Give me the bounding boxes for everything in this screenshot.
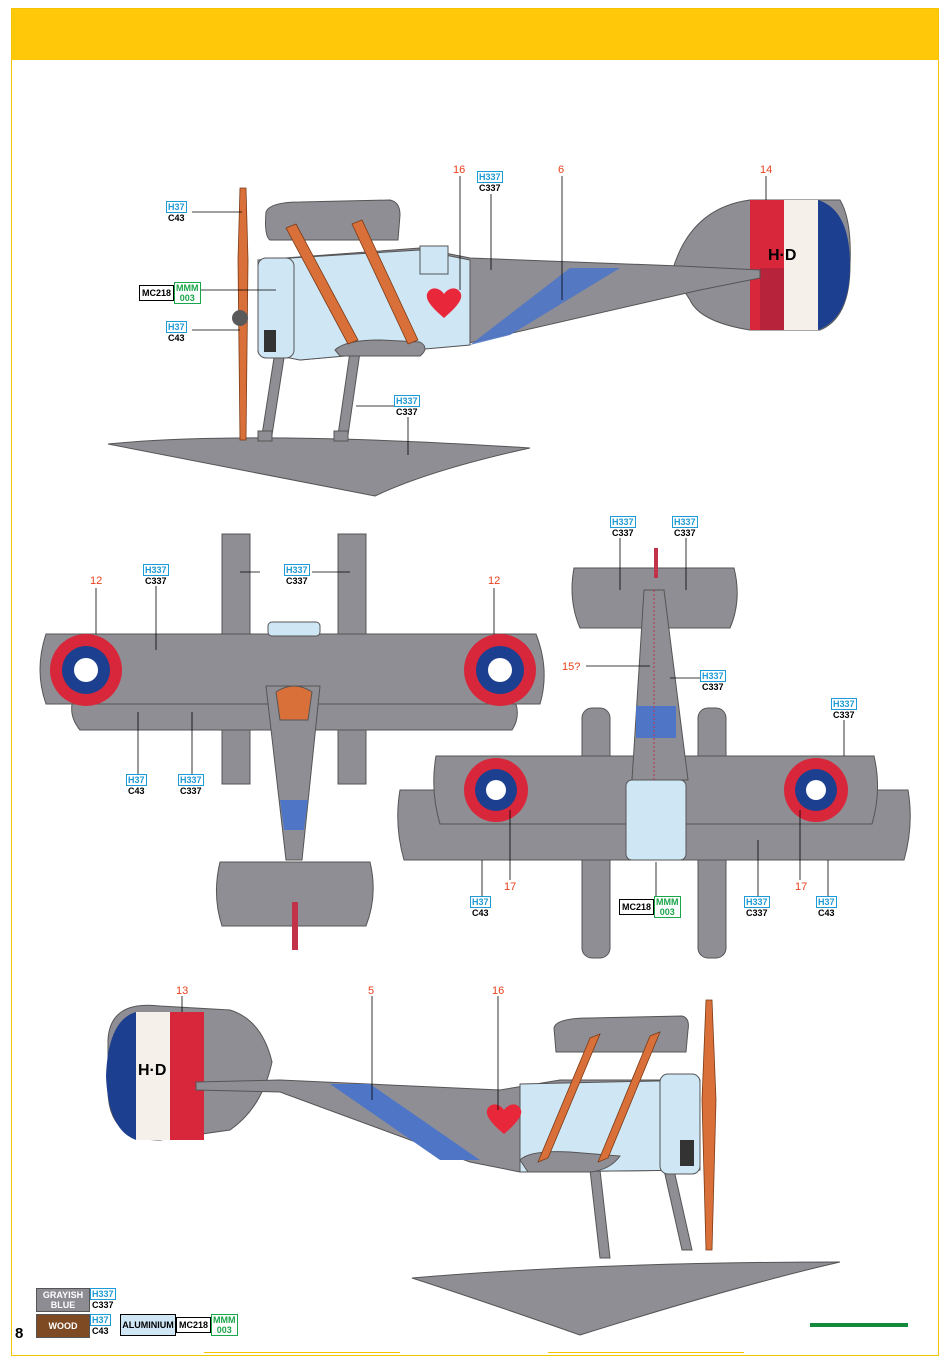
callout-6: 6 <box>558 164 564 176</box>
callout-17-left: 17 <box>504 881 516 893</box>
callout-13: 13 <box>176 985 188 997</box>
side-view-left: H·D <box>108 188 850 496</box>
top-view <box>40 534 544 950</box>
callout-15: 15? <box>562 661 580 673</box>
fuselage-code: H·D <box>768 247 796 264</box>
page-number: 8 <box>15 1325 23 1342</box>
footer-accent-bar <box>810 1323 908 1327</box>
callout-14: 14 <box>760 164 772 176</box>
callout-12-left: 12 <box>90 575 102 587</box>
fuselage-code-2: H·D <box>138 1062 166 1079</box>
footer-rule <box>548 1352 744 1353</box>
callout-12-right: 12 <box>488 575 500 587</box>
float-left-view <box>108 438 530 496</box>
callout-17-right: 17 <box>795 881 807 893</box>
legend-swatch-wood: WOOD <box>36 1314 90 1338</box>
callout-16-b: 16 <box>492 985 504 997</box>
callout-16: 16 <box>453 164 465 176</box>
legend-swatch-aluminium: ALUMINIUM <box>120 1314 176 1336</box>
side-view-right: H·D <box>106 1000 840 1335</box>
callout-5: 5 <box>368 985 374 997</box>
footer-rule <box>204 1352 400 1353</box>
